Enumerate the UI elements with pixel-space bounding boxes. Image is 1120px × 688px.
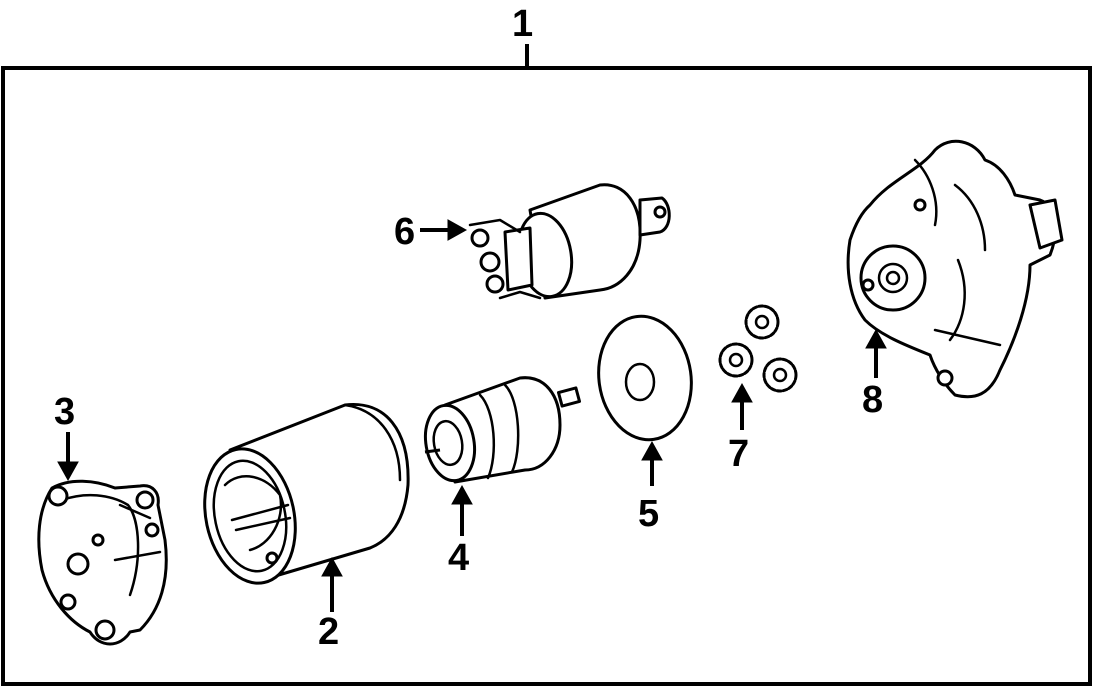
- callout-5-label: 5: [638, 493, 659, 535]
- callout-3-arrow: [57, 432, 79, 482]
- armature-part: [423, 376, 582, 484]
- callout-4-arrow: [451, 484, 473, 536]
- callout-8-arrow: [865, 328, 887, 378]
- field-frame-part: [203, 402, 410, 585]
- callout-1-label: 1: [512, 3, 533, 45]
- callout-2-arrow: [321, 556, 343, 612]
- end-frame-part: [37, 479, 168, 646]
- callout-7-arrow: [731, 382, 753, 430]
- callout-5-arrow: [641, 440, 663, 486]
- callout-3-label: 3: [54, 391, 75, 433]
- drive-housing-part: [846, 139, 1064, 399]
- solenoid-part: [468, 183, 671, 300]
- callout-6-arrow: [420, 219, 468, 241]
- callout-7-label: 7: [728, 433, 749, 475]
- callout-8-label: 8: [862, 379, 883, 421]
- callout-6-label: 6: [394, 211, 415, 253]
- callout-2-label: 2: [318, 611, 339, 653]
- assembly-frame: [1, 44, 1092, 686]
- seal-plate-part: [597, 314, 693, 442]
- callout-4-label: 4: [448, 537, 469, 579]
- planetary-gears-part: [718, 304, 798, 393]
